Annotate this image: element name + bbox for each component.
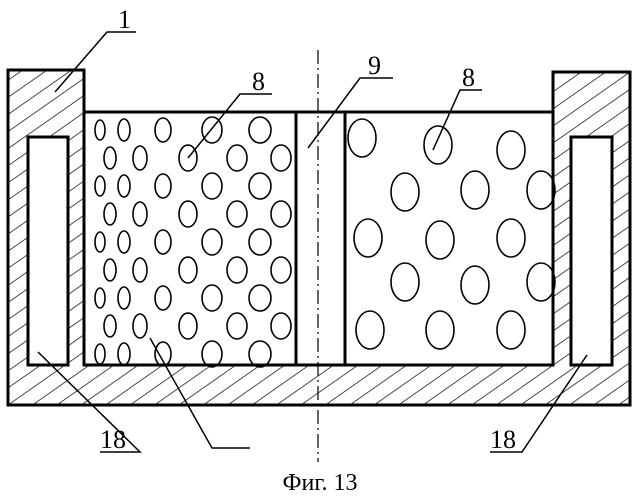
channel-left [28, 137, 68, 365]
figure-caption: Фиг. 13 [283, 470, 358, 496]
label-8-left: 8 [252, 67, 265, 96]
channel-right [571, 137, 612, 365]
label-8-right: 8 [462, 63, 475, 92]
label-9: 9 [368, 51, 381, 80]
label-18-left: 18 [100, 425, 126, 454]
label-18-right: 18 [490, 425, 516, 454]
label-1: 1 [118, 5, 131, 34]
